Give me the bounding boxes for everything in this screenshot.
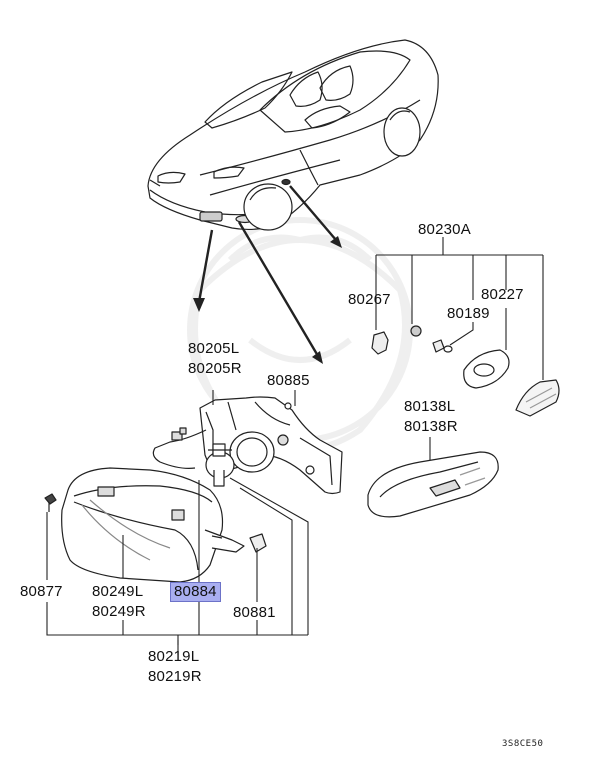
- label-80884-highlighted[interactable]: 80884: [170, 582, 221, 602]
- label-80189[interactable]: 80189: [447, 305, 490, 322]
- fender-marker-parts: [371, 325, 560, 417]
- side-marker-lamp: [367, 451, 499, 518]
- label-80227[interactable]: 80227: [481, 286, 524, 303]
- label-80881[interactable]: 80881: [233, 604, 276, 621]
- label-80267[interactable]: 80267: [348, 291, 391, 308]
- label-80205R[interactable]: 80205R: [188, 360, 242, 377]
- label-80219L[interactable]: 80219L: [148, 648, 200, 665]
- car-illustration: [147, 39, 439, 231]
- label-80230A[interactable]: 80230A: [418, 221, 471, 238]
- headlamp-bracket: [152, 396, 343, 495]
- leader-lines: [46, 237, 544, 655]
- label-80249R[interactable]: 80249R: [92, 603, 146, 620]
- label-80205L[interactable]: 80205L: [188, 340, 240, 357]
- label-80138R[interactable]: 80138R: [404, 418, 458, 435]
- headlamp-unit: [44, 467, 267, 583]
- label-80138L[interactable]: 80138L: [404, 398, 456, 415]
- label-80219R[interactable]: 80219R: [148, 668, 202, 685]
- diagram-code: 3S8CE50: [502, 739, 544, 749]
- label-80877[interactable]: 80877: [20, 583, 63, 600]
- label-80249L[interactable]: 80249L: [92, 583, 144, 600]
- pointer-arrows: [193, 185, 342, 364]
- label-80885[interactable]: 80885: [267, 372, 310, 389]
